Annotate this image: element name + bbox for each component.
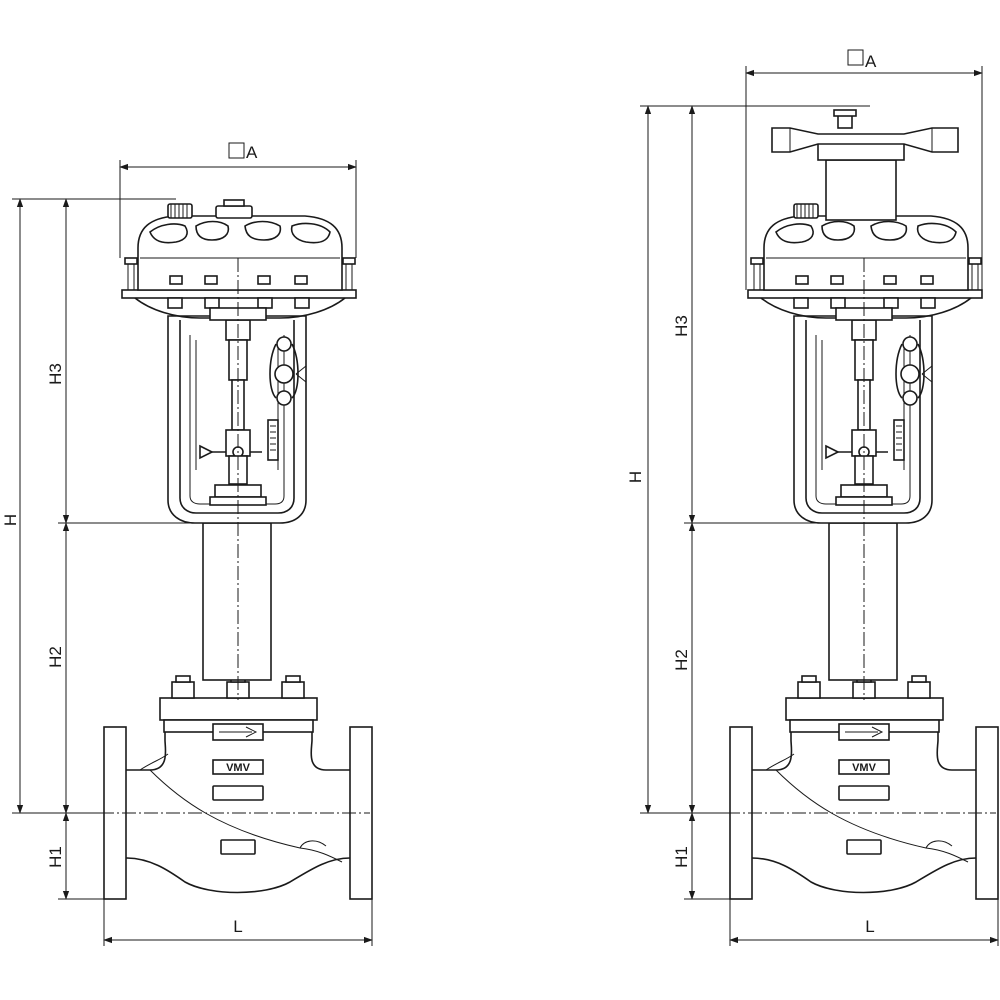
right-dim-h3-label: H3 <box>672 315 691 337</box>
left-dim-a-label: A <box>246 143 258 162</box>
left-square-symbol <box>228 142 245 159</box>
left-dim-h3-label: H3 <box>46 363 65 385</box>
right-square-symbol <box>847 49 864 66</box>
left-dim-h1-label: H1 <box>46 846 65 868</box>
left-dimensions: A H H3 H2 H1 L <box>1 142 373 944</box>
left-dim-l-label: L <box>233 917 242 936</box>
left-logo-text: VMV <box>226 762 251 774</box>
right-logo-text: VMV <box>852 762 877 774</box>
left-dim-h2-label: H2 <box>46 646 65 668</box>
right-dim-h-label: H <box>626 471 645 483</box>
right-dim-l-label: L <box>865 917 874 936</box>
right-dim-a-label: A <box>865 52 877 71</box>
right-dimensions: A H H3 H2 H1 L <box>626 49 999 944</box>
right-dim-h2-label: H2 <box>672 649 691 671</box>
right-valve-view: VMV <box>640 66 999 946</box>
left-dim-h-label: H <box>1 514 20 526</box>
left-valve-view: VMV <box>12 160 373 946</box>
right-dim-h1-label: H1 <box>672 846 691 868</box>
